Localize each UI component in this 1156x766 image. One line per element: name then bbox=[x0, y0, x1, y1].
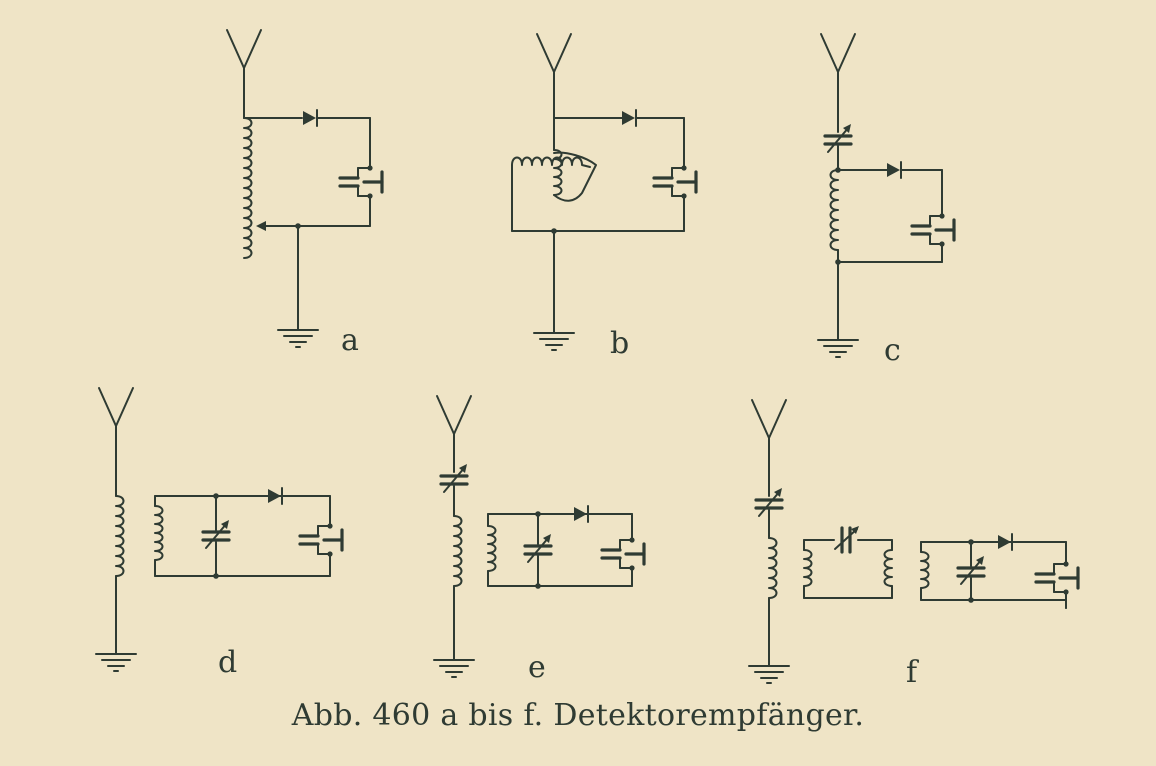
figure-caption: Abb. 460 a bis f. Detektorempfänger. bbox=[291, 698, 865, 733]
panel-label-b: b bbox=[610, 326, 629, 361]
circuit-c: c bbox=[817, 33, 956, 368]
circuit-f: f bbox=[748, 399, 1080, 690]
panel-label-f: f bbox=[906, 655, 919, 690]
circuit-b: b bbox=[511, 33, 698, 361]
circuit-e: e bbox=[433, 395, 646, 685]
panel-label-d: d bbox=[218, 645, 237, 680]
panel-label-c: c bbox=[884, 333, 901, 368]
panel-label-a: a bbox=[341, 323, 359, 358]
panel-label-e: e bbox=[528, 650, 546, 685]
circuit-d: d bbox=[95, 387, 344, 680]
circuit-a: a bbox=[226, 29, 384, 358]
